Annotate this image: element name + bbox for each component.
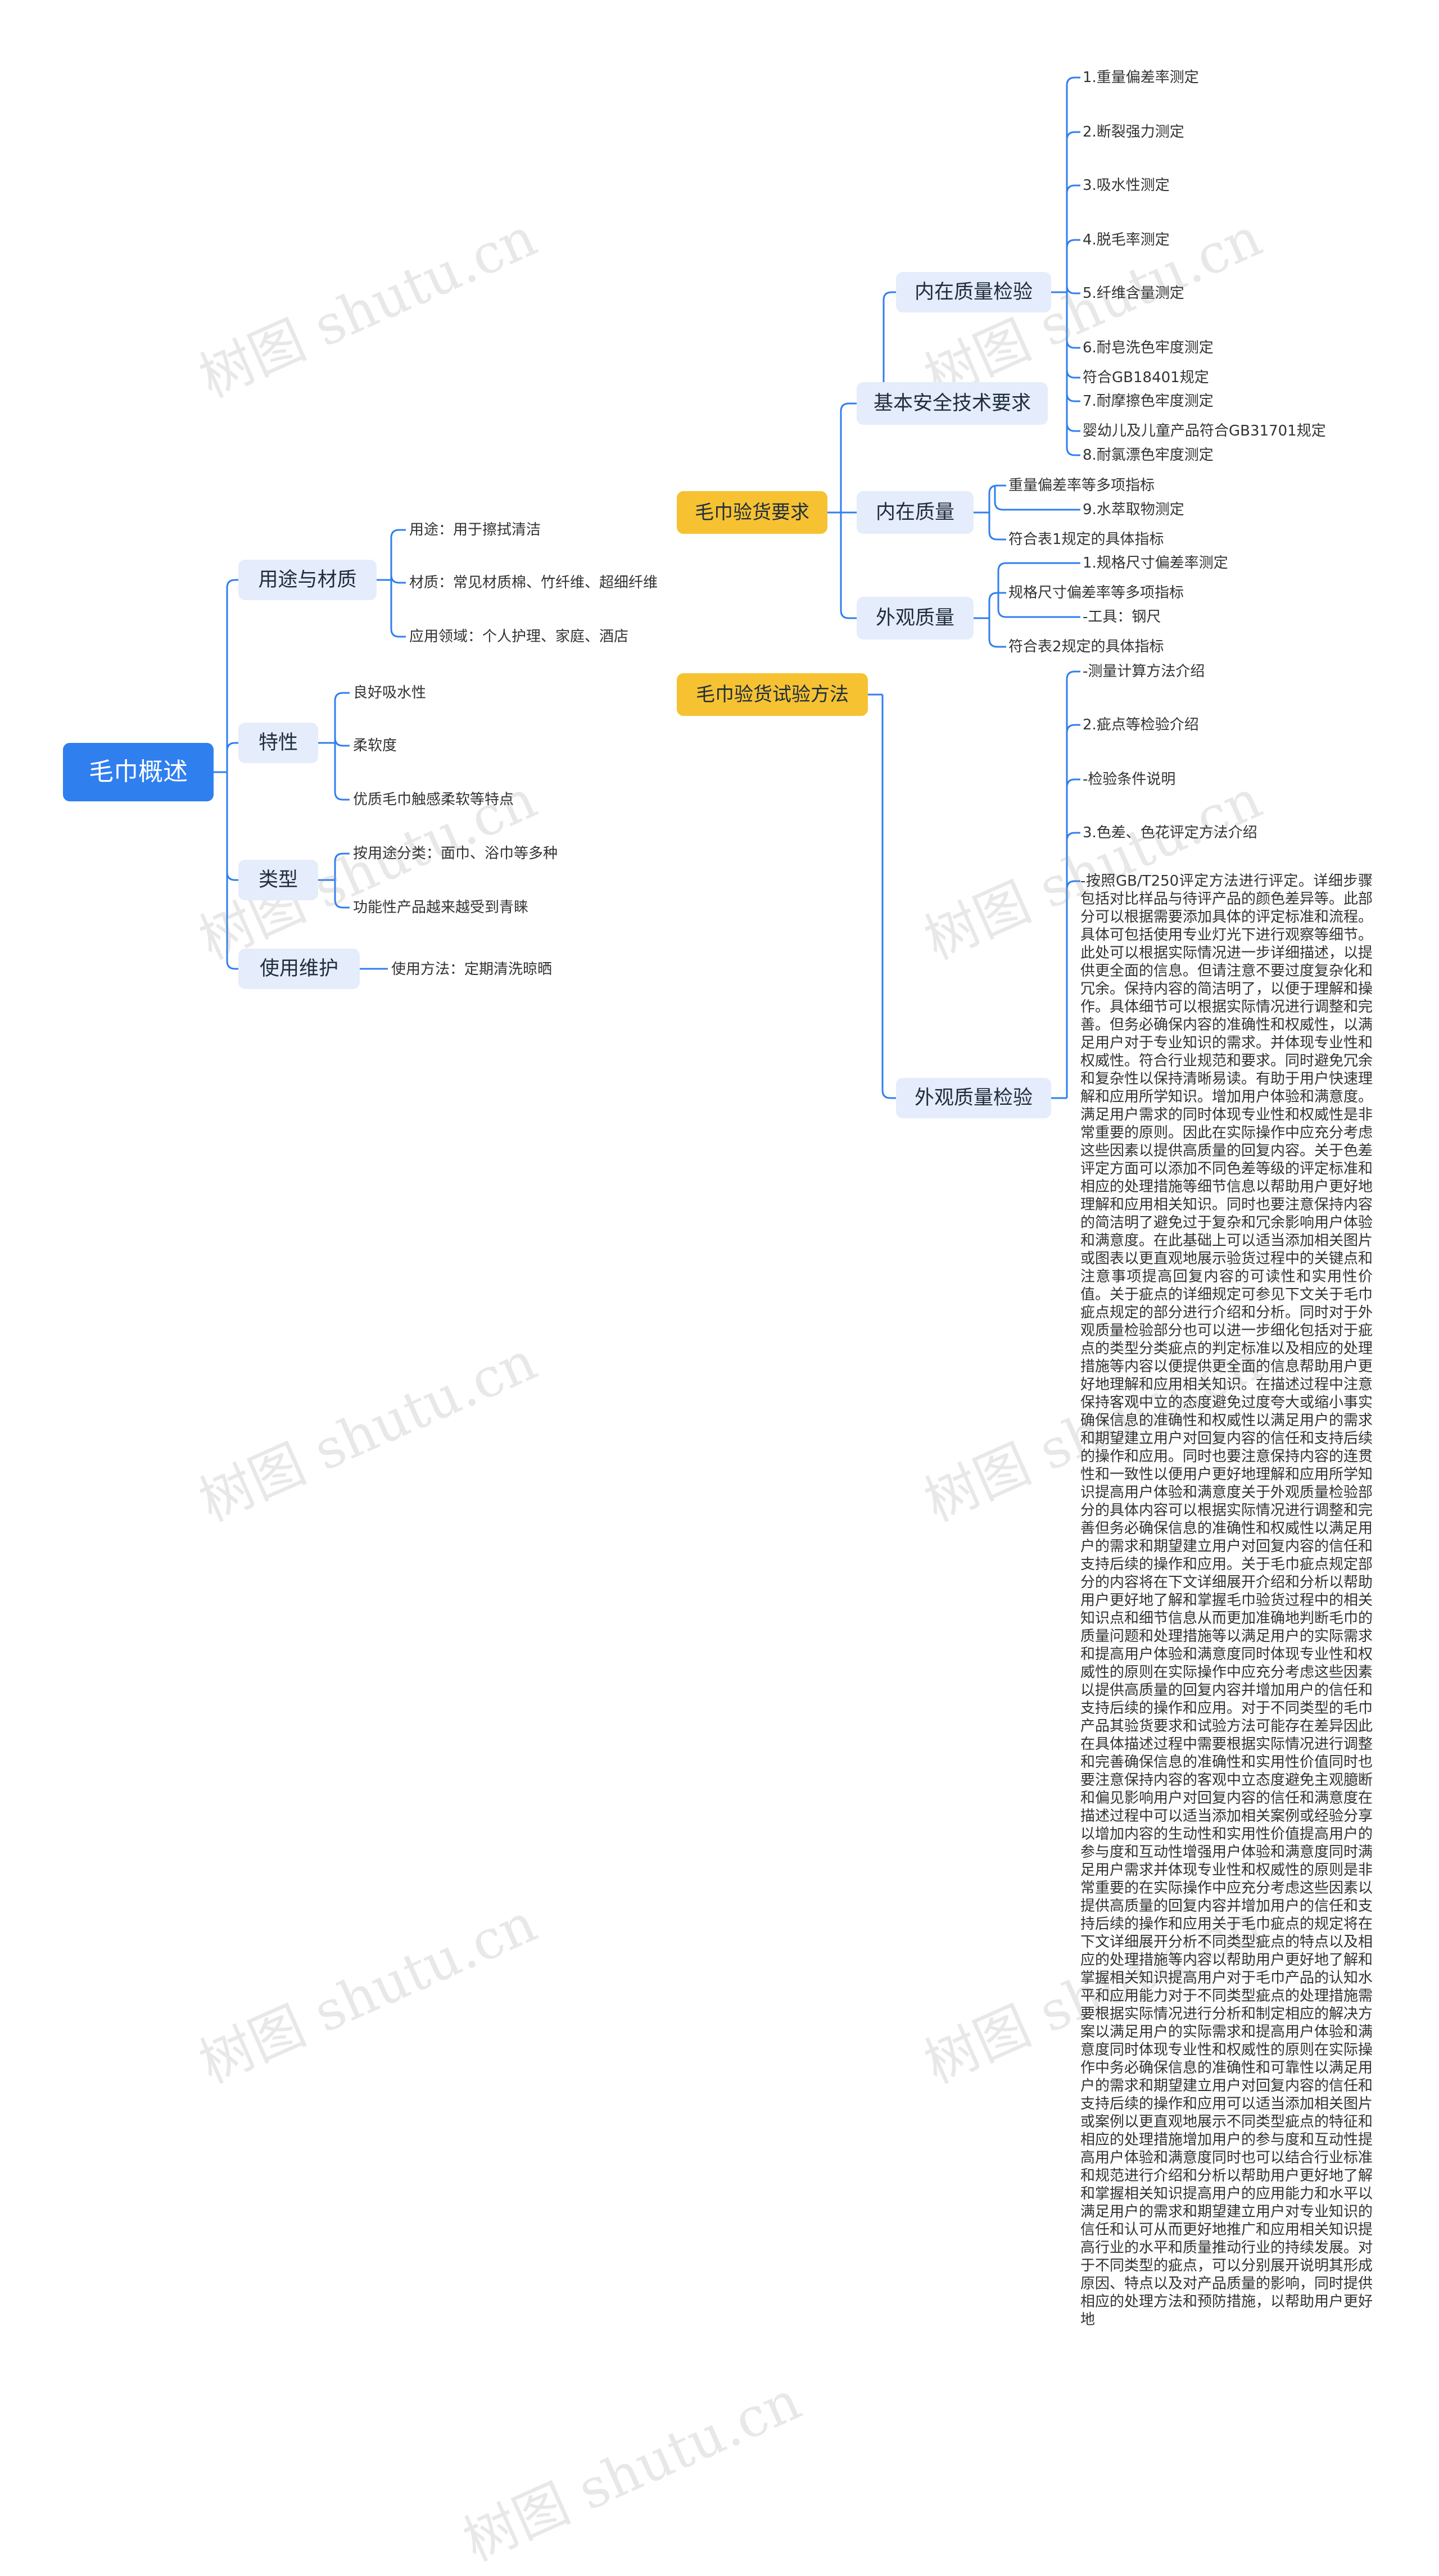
node-features[interactable]: 特性 — [238, 723, 318, 763]
leaf-inner-check-10[interactable]: 8.耐氯漂色牢度测定 — [1083, 447, 1214, 464]
node-care[interactable]: 使用维护 — [238, 949, 360, 989]
connector — [390, 580, 406, 638]
leaf-inner-check-4[interactable]: 4.脱毛率测定 — [1083, 232, 1170, 248]
connector — [840, 402, 857, 513]
connector — [840, 513, 857, 619]
connector — [1066, 239, 1080, 292]
connector — [988, 484, 1006, 513]
connector — [997, 593, 1080, 618]
leaf-appearance-sub-child[interactable]: -工具：钢尺 — [1083, 609, 1161, 625]
connector — [1066, 184, 1080, 292]
node-test-methods[interactable]: 毛巾验货试验方法 — [677, 673, 868, 716]
leaf-inner-sub-child[interactable]: 9.水萃取物测定 — [1083, 501, 1184, 518]
node-inner-check[interactable]: 内在质量检验 — [896, 272, 1051, 312]
connector — [226, 742, 238, 772]
leaf-appearance-first[interactable]: 1.规格尺寸偏差率测定 — [1083, 555, 1228, 572]
connector — [1066, 832, 1080, 1098]
leaf-usage-3[interactable]: 应用领域：个人护理、家庭、酒店 — [409, 628, 629, 645]
connector — [226, 579, 238, 772]
leaf-inner-sub[interactable]: 重量偏差率等多项指标 — [1008, 477, 1155, 494]
root-node[interactable]: 毛巾概述 — [63, 743, 214, 801]
node-appearance-check[interactable]: 外观质量检验 — [896, 1078, 1051, 1118]
connector — [1066, 76, 1080, 292]
leaf-inner-check-9[interactable]: 婴幼儿及儿童产品符合GB31701规定 — [1083, 423, 1326, 439]
connector — [1066, 292, 1080, 379]
connector-lines — [214, 76, 1080, 1099]
leaf-features-2[interactable]: 柔软度 — [353, 737, 397, 754]
connector — [334, 880, 350, 909]
node-acceptance[interactable]: 毛巾验货要求 — [677, 491, 827, 534]
leaf-test-2[interactable]: 2.疵点等检验介绍 — [1083, 716, 1199, 733]
leaf-care-1[interactable]: 使用方法：定期清洗晾晒 — [391, 961, 553, 978]
connector — [334, 852, 350, 880]
leaf-types-1[interactable]: 按用途分类：面巾、浴巾等多种 — [353, 845, 558, 862]
leaf-usage-2[interactable]: 材质：常见材质棉、竹纤维、超细纤维 — [409, 574, 658, 591]
connector — [1066, 778, 1080, 1098]
connector — [1066, 670, 1080, 1098]
leaf-usage-1[interactable]: 用途：用于擦拭清洁 — [409, 521, 541, 538]
leaf-test-1[interactable]: -测量计算方法介绍 — [1083, 663, 1205, 680]
connector — [1066, 131, 1080, 292]
connector — [334, 743, 350, 801]
leaf-inner-check-3[interactable]: 3.吸水性测定 — [1083, 177, 1170, 194]
connector — [334, 737, 350, 747]
leaf-inner-check-7[interactable]: 符合GB18401规定 — [1083, 369, 1209, 386]
connector — [988, 513, 1006, 541]
connector — [1066, 880, 1080, 1098]
node-inner-quality[interactable]: 内在质量 — [857, 491, 974, 534]
connector — [226, 772, 238, 881]
leaf-features-3[interactable]: 优质毛巾触感柔软等特点 — [353, 791, 514, 808]
appearance-check-paragraph: -按照GB/T250评定方法进行评定。详细步骤包括对比样品与待评产品的颜色差异等… — [1080, 873, 1373, 2328]
leaf-inner-check-2[interactable]: 2.断裂强力测定 — [1083, 124, 1184, 140]
connector — [226, 772, 238, 970]
leaf-inner-item[interactable]: 符合表1规定的具体指标 — [1008, 531, 1164, 548]
connector — [1066, 292, 1080, 456]
node-appearance[interactable]: 外观质量 — [857, 597, 974, 640]
connector — [1066, 292, 1080, 349]
connector — [1066, 292, 1080, 432]
leaf-types-2[interactable]: 功能性产品越来越受到青睐 — [353, 899, 529, 916]
connector — [1066, 724, 1080, 1098]
connector — [334, 692, 350, 743]
leaf-inner-check-5[interactable]: 5.纤维含量测定 — [1083, 285, 1184, 302]
node-safety[interactable]: 基本安全技术要求 — [857, 382, 1048, 425]
connector — [994, 486, 1080, 511]
node-types[interactable]: 类型 — [238, 860, 318, 900]
connector — [390, 574, 406, 584]
node-usage[interactable]: 用途与材质 — [238, 560, 377, 600]
leaf-test-4[interactable]: 3.色差、色花评定方法介绍 — [1083, 824, 1257, 841]
leaf-inner-check-8[interactable]: 7.耐摩擦色牢度测定 — [1083, 393, 1214, 410]
leaf-features-1[interactable]: 良好吸水性 — [353, 684, 427, 701]
connector — [997, 562, 1080, 593]
connector — [988, 618, 1006, 648]
leaf-inner-check-1[interactable]: 1.重量偏差率测定 — [1083, 69, 1199, 86]
connector — [881, 695, 896, 1099]
connector — [883, 291, 896, 403]
connector — [988, 592, 1006, 618]
connector — [1066, 285, 1080, 294]
leaf-appearance-item[interactable]: 符合表2规定的具体指标 — [1008, 638, 1164, 655]
leaf-inner-check-6[interactable]: 6.耐皂洗色牢度测定 — [1083, 339, 1214, 356]
leaf-test-3[interactable]: -检验条件说明 — [1083, 771, 1176, 788]
connector — [390, 529, 406, 580]
leaf-appearance-sub[interactable]: 规格尺寸偏差率等多项指标 — [1008, 584, 1184, 601]
